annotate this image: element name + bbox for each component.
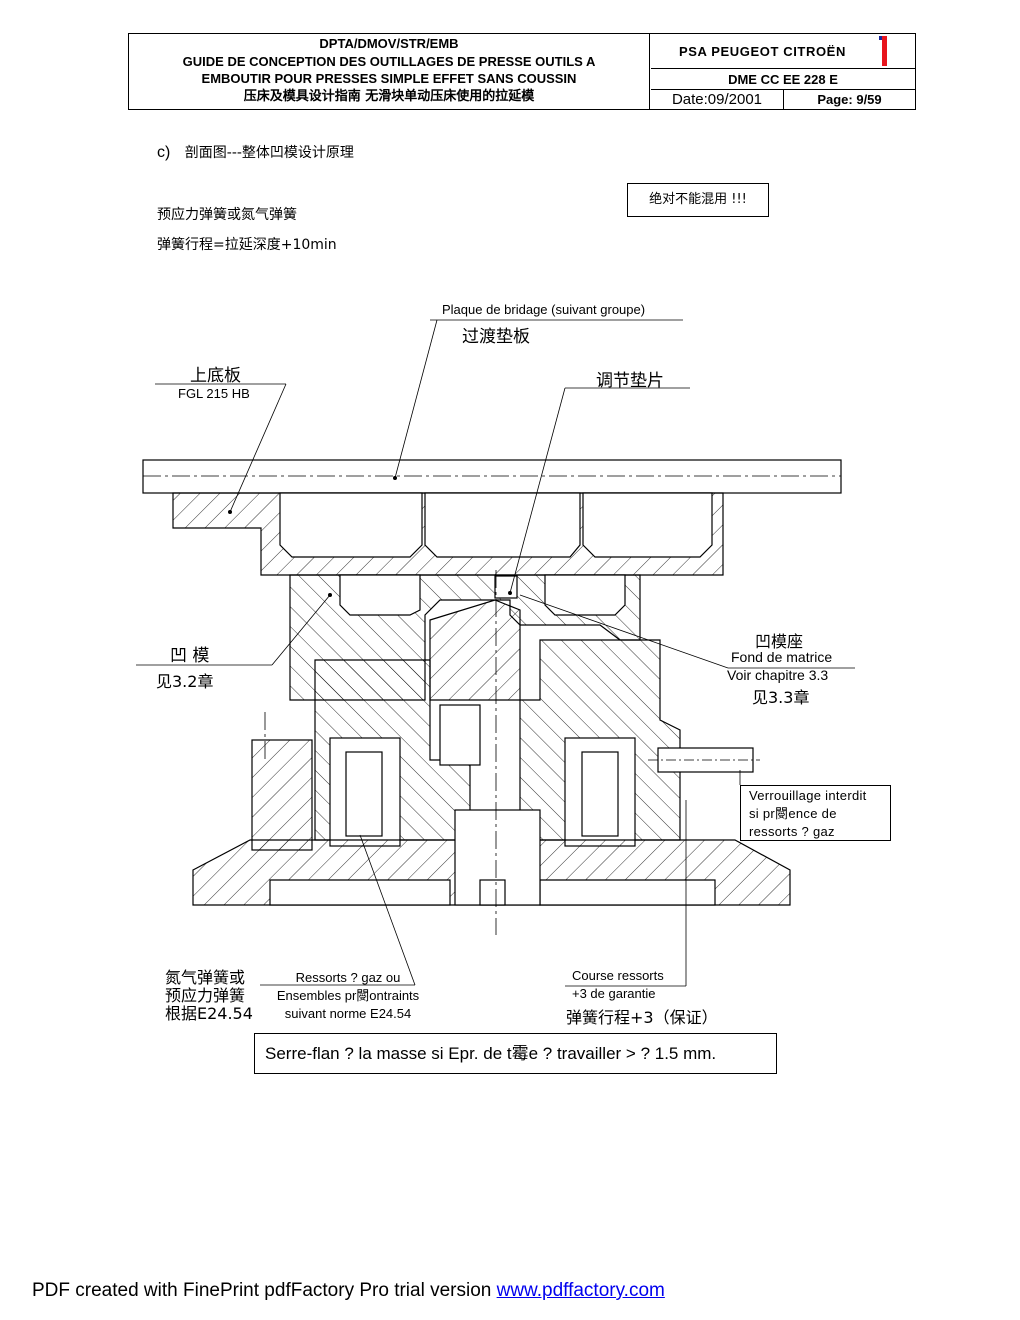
label-springs-fr-3: suivant norme E24.54 bbox=[284, 1006, 412, 1021]
label-course-fr-2: +3 de garantie bbox=[572, 986, 656, 1001]
label-seat-ref-cn: 见3.3章 bbox=[752, 688, 810, 707]
label-course-fr-1: Course ressorts bbox=[572, 968, 664, 983]
label-course-cn: 弹簧行程+3（保证） bbox=[566, 1008, 718, 1027]
section-heading: c) 剖面图---整体凹模设计原理 bbox=[157, 142, 354, 162]
label-seat-cn: 凹模座 bbox=[755, 632, 804, 651]
label-die-ref: 见3.2章 bbox=[156, 672, 214, 691]
label-shim-cn: 调节垫片 bbox=[596, 371, 664, 391]
label-course-fr: Course ressorts +3 de garantie bbox=[572, 967, 664, 1003]
spring-right bbox=[581, 751, 619, 837]
header-title-fr-1: GUIDE DE CONCEPTION DES OUTILLAGES DE PR… bbox=[182, 53, 596, 69]
lock-warning-box: Verrouillage interdit si pr閿ence de ress… bbox=[740, 785, 891, 841]
spring-stroke-note: 弹簧行程=拉延深度+10min bbox=[157, 237, 337, 253]
label-springs-cn: 氮气弹簧或 预应力弹簧 根据E24.54 bbox=[165, 969, 253, 1023]
header-department: DPTA/DMOV/STR/EMB bbox=[319, 36, 459, 51]
lock-warning-line-3: ressorts ? gaz bbox=[749, 824, 835, 839]
pdf-footer: PDF created with FinePrint pdfFactory Pr… bbox=[32, 1280, 665, 1302]
clamping-plate bbox=[142, 459, 842, 494]
label-springs-cn-1: 氮气弹簧或 bbox=[165, 968, 246, 987]
punch bbox=[429, 599, 521, 701]
lock-warning-line-1: Verrouillage interdit bbox=[749, 788, 867, 803]
label-springs-fr-1: Ressorts ? gaz ou bbox=[295, 970, 401, 985]
label-springs-cn-3: 根据E24.54 bbox=[165, 1004, 253, 1023]
document-date: Date:09/2001 bbox=[651, 90, 784, 109]
brand-name: PSA PEUGEOT CITROËN bbox=[679, 44, 846, 59]
label-seat-ref-fr: Voir chapitre 3.3 bbox=[727, 667, 829, 683]
header-title-cn: 压床及模具设计指南 无滑块单动压床使用的拉延模 bbox=[243, 88, 535, 104]
label-springs-fr: Ressorts ? gaz ou Ensembles pr閿ontraints… bbox=[263, 969, 433, 1023]
label-plaque-cn: 过渡垫板 bbox=[462, 327, 530, 347]
label-die-cn: 凹 模 bbox=[170, 646, 210, 666]
label-seat-fr: Fond de matrice bbox=[731, 649, 833, 665]
label-upper-cn: 上底板 bbox=[190, 366, 241, 386]
document-header: DPTA/DMOV/STR/EMB GUIDE DE CONCEPTION DE… bbox=[128, 33, 916, 110]
page-number: Page: 9/59 bbox=[817, 92, 882, 107]
warning-box: 绝对不能混用 !!! bbox=[627, 183, 769, 217]
spring-left bbox=[345, 751, 383, 837]
section-letter: c) bbox=[157, 144, 171, 161]
document-reference: DME CC EE 228 E bbox=[651, 70, 915, 90]
footer-link[interactable]: www.pdffactory.com bbox=[496, 1280, 665, 1301]
label-springs-fr-2: Ensembles pr閿ontraints bbox=[276, 988, 420, 1003]
spring-type-note: 预应力弹簧或氮气弹簧 bbox=[157, 207, 297, 223]
header-title-fr-2: EMBOUTIR POUR PRESSES SIMPLE EFFET SANS … bbox=[201, 71, 577, 86]
label-plaque-fr: Plaque de bridage (suivant groupe) bbox=[442, 302, 646, 317]
label-springs-cn-2: 预应力弹簧 bbox=[165, 986, 246, 1005]
brand-logo: PSA PEUGEOT CITROËN bbox=[651, 34, 915, 69]
section-title: 剖面图---整体凹模设计原理 bbox=[184, 145, 354, 161]
blank-holder-note: Serre-flan ? la masse si Epr. de t霉e ? t… bbox=[254, 1033, 777, 1074]
brand-flag-icon bbox=[879, 36, 887, 66]
footer-text: PDF created with FinePrint pdfFactory Pr… bbox=[32, 1280, 497, 1301]
header-title-block: DPTA/DMOV/STR/EMB GUIDE DE CONCEPTION DE… bbox=[129, 34, 650, 109]
lock-warning-line-2: si pr閿ence de bbox=[749, 806, 837, 821]
label-upper-spec: FGL 215 HB bbox=[178, 386, 250, 401]
